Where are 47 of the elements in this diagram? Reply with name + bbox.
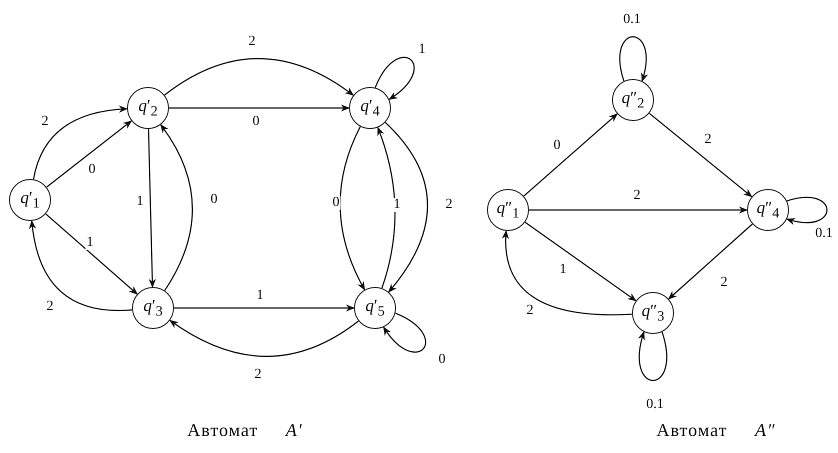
- edge-label: 1: [86, 236, 94, 250]
- transition-arrow: [32, 106, 128, 180]
- state-label: q′$_{5}$: [365, 297, 385, 319]
- automaton-caption: Автомат A″: [656, 420, 776, 441]
- automaton-caption: Автомат A′: [187, 420, 303, 441]
- transition-arrow: [668, 224, 753, 300]
- transition-arrow: [45, 213, 138, 295]
- transition-arrow: [523, 113, 618, 197]
- transition-arrow: [374, 57, 415, 100]
- transition-arrow: [619, 36, 648, 82]
- state-circle: [349, 87, 391, 129]
- transition-arrow: [29, 220, 132, 312]
- transition-arrow: [174, 304, 355, 312]
- state-label: q″$_{4}$: [756, 199, 780, 221]
- transition-arrow: [169, 320, 359, 357]
- state-circle: [132, 287, 174, 329]
- state-circle: [127, 87, 169, 129]
- transition-arrow: [638, 331, 668, 381]
- state-label: q″$_{1}$: [496, 199, 520, 221]
- transition-arrow: [648, 112, 752, 198]
- state-circle: [487, 189, 529, 231]
- transition-arrow: [164, 58, 354, 96]
- transition-arrow: [160, 124, 193, 291]
- transition-arrow: [529, 206, 748, 214]
- transition-arrow: [377, 126, 396, 288]
- state-circle: [632, 292, 674, 334]
- transition-arrow: [46, 120, 132, 188]
- edge-label: 1: [392, 198, 402, 212]
- state-circle: [354, 287, 396, 329]
- transition-arrow: [502, 230, 632, 316]
- edge-label: 0: [332, 196, 340, 210]
- state-label: q′$_{4}$: [360, 97, 380, 119]
- transition-arrow: [383, 312, 426, 353]
- transition-arrow: [148, 128, 156, 288]
- transition-arrow: [524, 222, 637, 302]
- state-label: q″$_{2}$: [622, 89, 644, 111]
- state-label: q″$_{3}$: [642, 302, 664, 324]
- state-label: q′$_{1}$: [20, 189, 40, 211]
- state-label: q′$_{3}$: [143, 297, 163, 319]
- transition-arrow: [384, 122, 428, 293]
- transition-arrow: [786, 196, 828, 224]
- transition-arrow: [340, 126, 366, 291]
- state-label: q′$_{2}$: [138, 97, 158, 119]
- state-circle: [747, 189, 789, 231]
- state-circle: [612, 79, 654, 121]
- state-circle: [9, 179, 51, 221]
- transition-arrow: [169, 104, 350, 112]
